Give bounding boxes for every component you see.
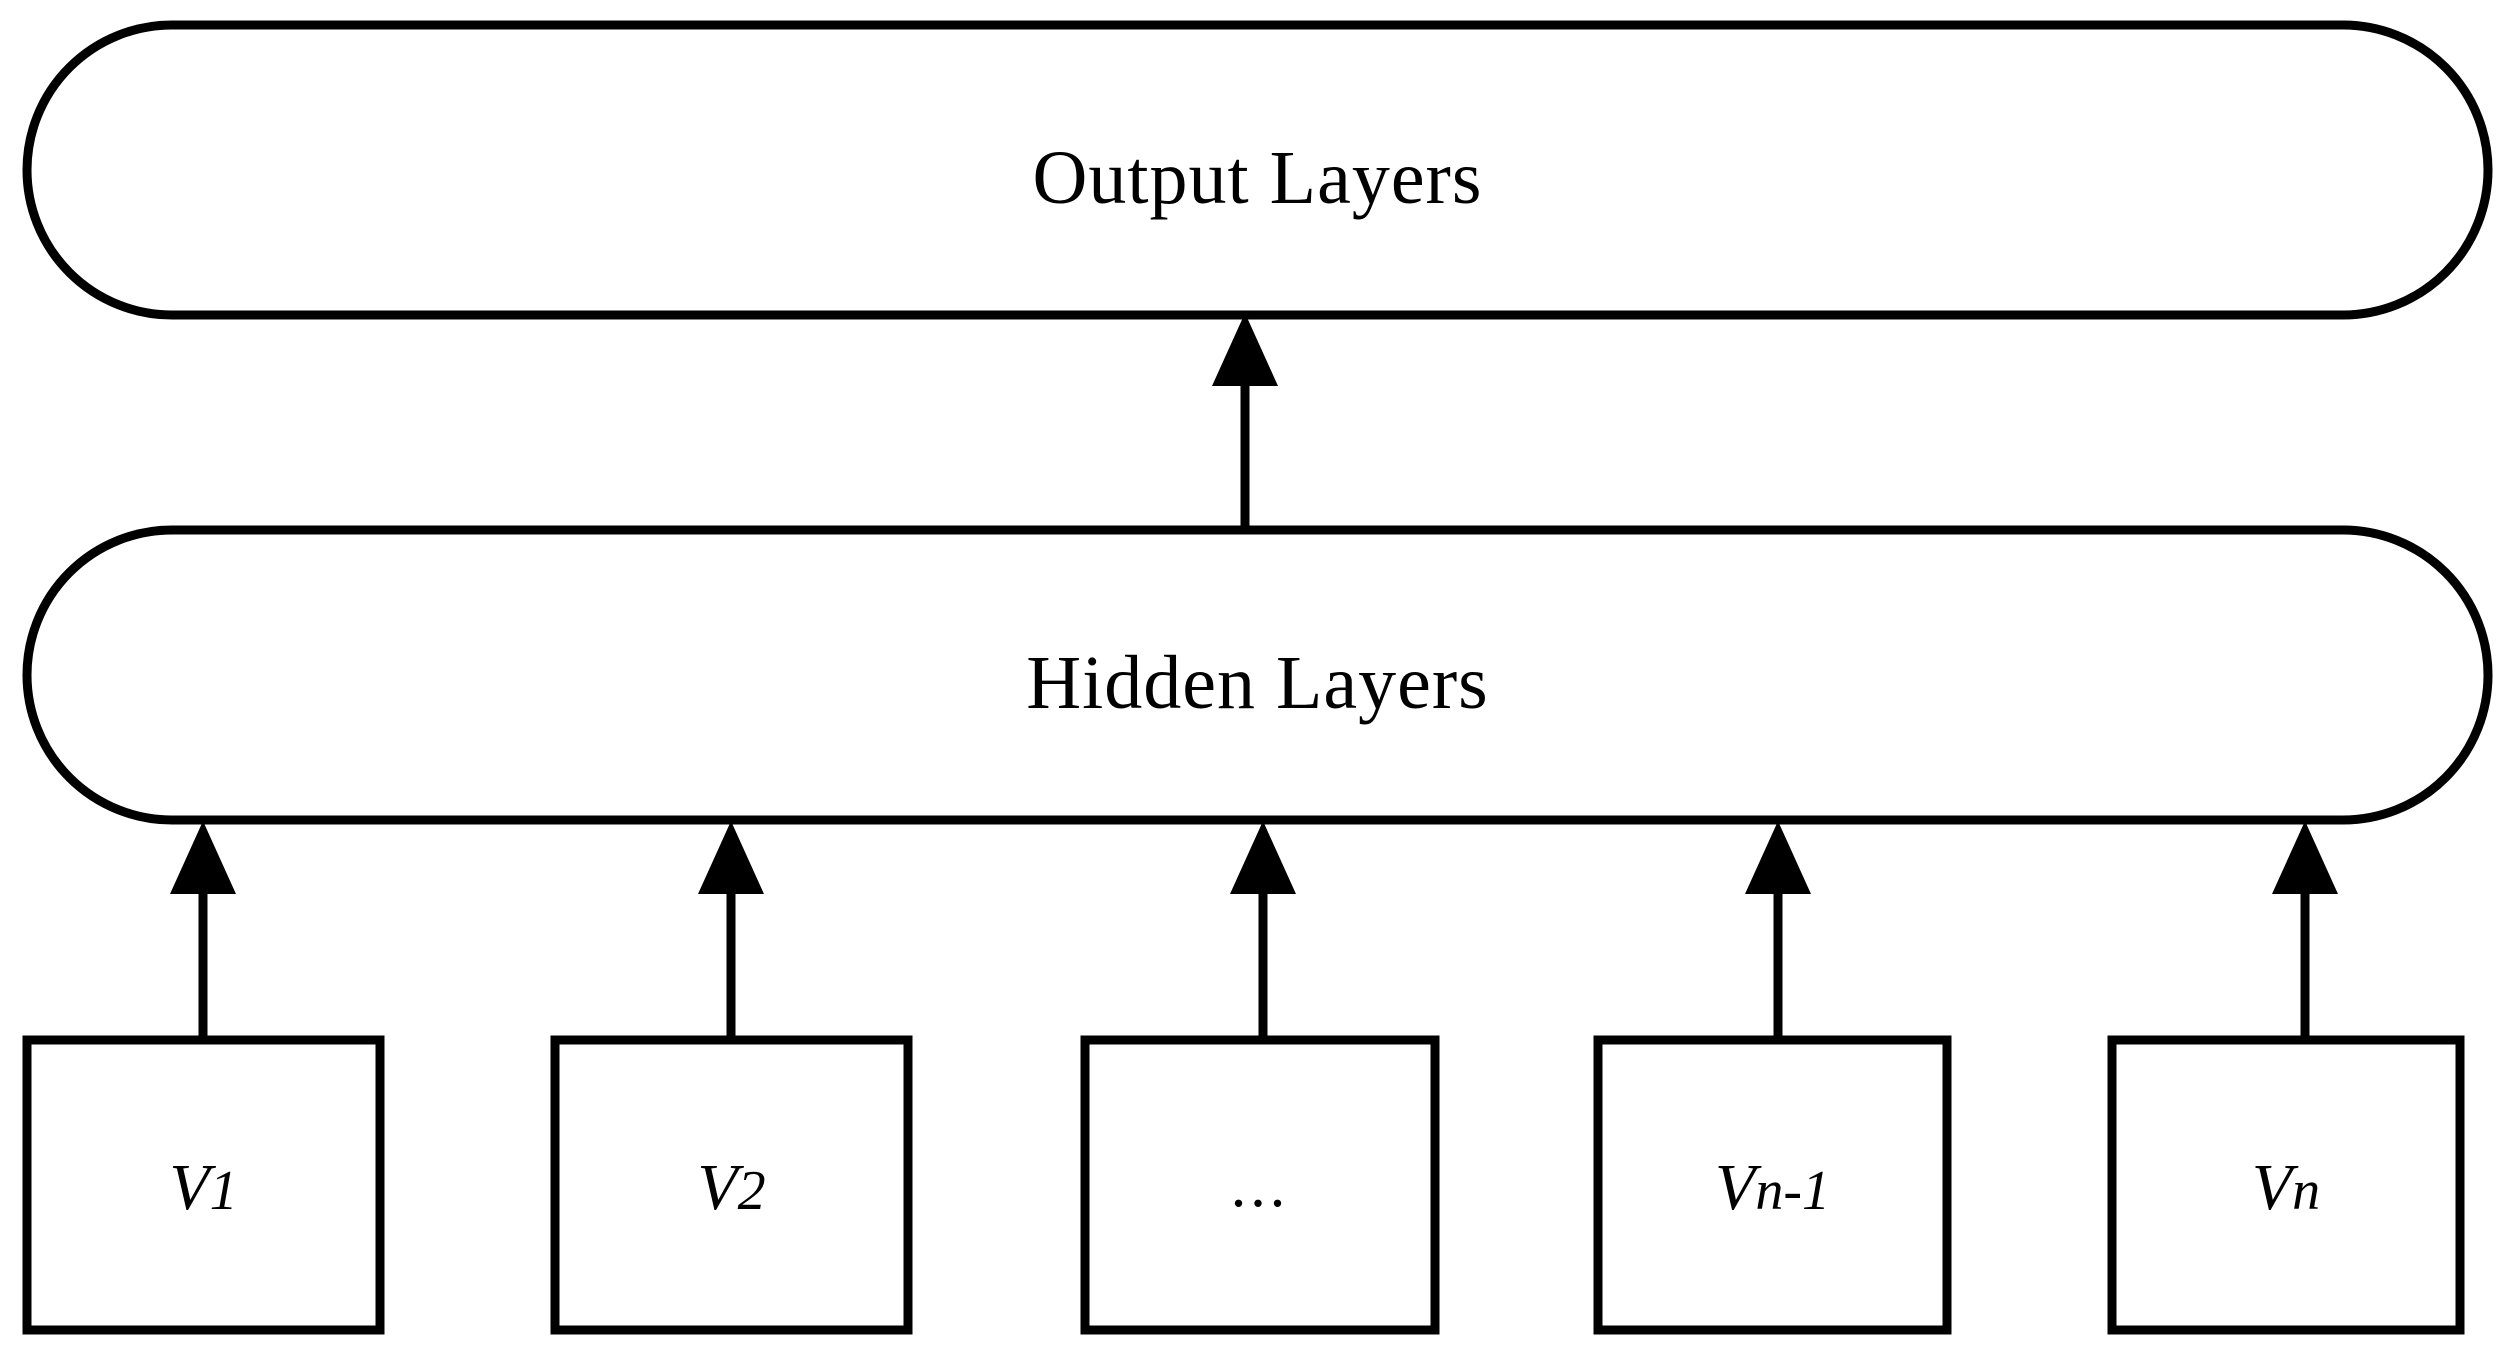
input-label-vn-sub: n	[2292, 1160, 2321, 1222]
input-label-vn-1-sub: n-1	[1755, 1160, 1830, 1222]
input-label-v2-base: V	[697, 1151, 738, 1224]
output-layers-box[interactable]	[22, 20, 2493, 320]
input-label-vn: Vn	[2112, 1155, 2460, 1221]
arrow-v1-to-hidden	[170, 821, 236, 1040]
input-label-v1-base: V	[169, 1151, 210, 1224]
input-label-v2: V2	[555, 1155, 908, 1221]
hidden-layers-box[interactable]	[22, 525, 2493, 825]
input-box-ellipsis[interactable]	[1080, 1035, 1440, 1335]
input-box-vn-1[interactable]	[1593, 1035, 1952, 1335]
input-label-ellipsis: ...	[1085, 1155, 1435, 1217]
arrow-ellipsis-to-hidden	[1230, 821, 1296, 1040]
input-box-vn[interactable]	[2107, 1035, 2465, 1335]
input-label-vn-base: V	[2251, 1151, 2293, 1224]
arrow-hidden-to-output	[1212, 313, 1278, 530]
arrow-vn-1-to-hidden	[1745, 821, 1811, 1040]
input-label-v1-sub: 1	[209, 1160, 238, 1222]
arrow-vn-to-hidden	[2272, 821, 2338, 1040]
input-box-v1[interactable]	[22, 1035, 385, 1335]
output-layers-label: Output Layers	[1032, 136, 1483, 220]
input-label-vn-1: Vn-1	[1598, 1155, 1947, 1221]
input-label-ellipsis-base: ...	[1230, 1152, 1290, 1220]
input-label-v1: V1	[27, 1155, 380, 1221]
input-label-vn-1-base: V	[1715, 1151, 1756, 1224]
arrow-v2-to-hidden	[698, 821, 764, 1040]
input-box-v2[interactable]	[550, 1035, 913, 1335]
hidden-layers-label: Hidden Layers	[1026, 641, 1489, 725]
input-label-v2-sub: 2	[737, 1160, 766, 1222]
